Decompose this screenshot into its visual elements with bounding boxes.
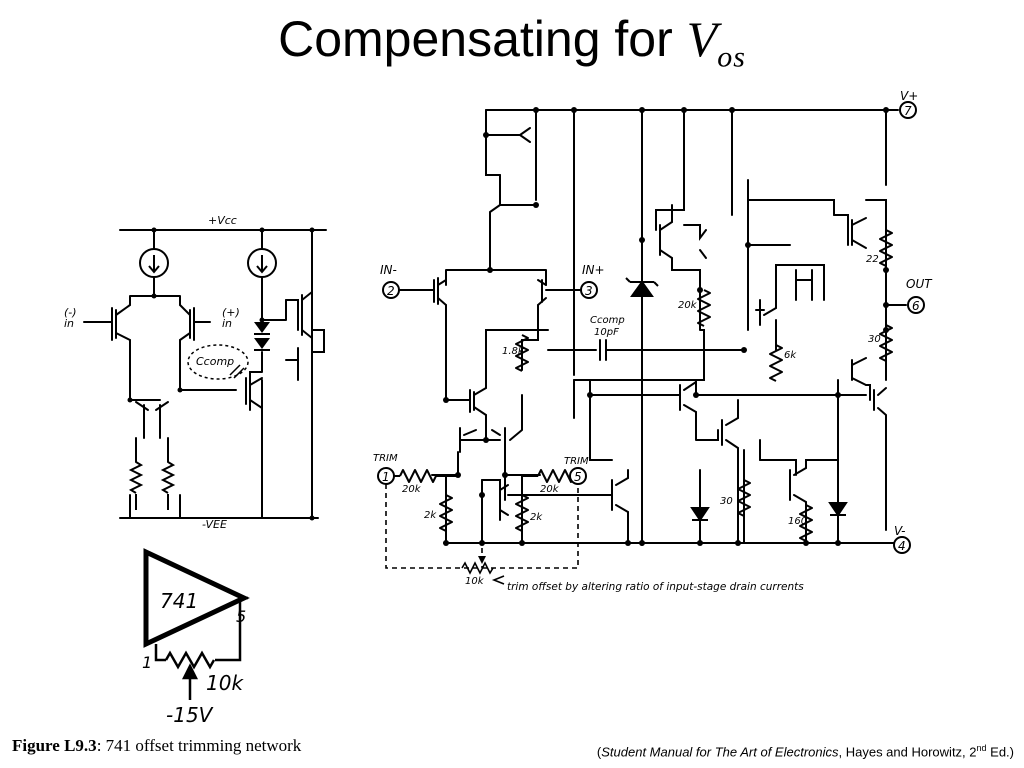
resistor-30-upper [879, 324, 893, 362]
ccomp-label: Ccomp [196, 355, 234, 368]
in-plus-label: (+)in [222, 306, 240, 330]
r2k-left-value: 2k [424, 510, 437, 521]
pin-5-num: 5 [574, 470, 582, 484]
resistor-2k-right [515, 494, 529, 532]
pin-7-marker [899, 101, 917, 119]
supply-label: -15V [166, 703, 214, 727]
pin-4-marker [893, 536, 911, 554]
trim-potentiometer [164, 650, 216, 670]
ccomp-label: Ccomp [590, 315, 625, 326]
ccomp-ellipse [187, 344, 249, 380]
junction-dots [443, 107, 889, 546]
simplified-resistors [128, 461, 176, 510]
resistor-6k [769, 344, 783, 382]
main-labels: V+ 7 IN- 2 IN+ 3 OUT 6 TRIM 1 TRIM 5 V- … [373, 89, 933, 593]
citation: (Student Manual for The Art of Electroni… [596, 743, 1014, 760]
resistor-2k-left [439, 494, 453, 532]
figure-caption: Figure L9.3: 741 offset trimming network [12, 736, 301, 756]
pin1-label: 1 [142, 653, 152, 672]
amp-label: 741 [160, 589, 198, 613]
resistor-30-lower [737, 479, 751, 517]
r160-value: 160 [788, 516, 807, 527]
pin-markers [377, 101, 925, 554]
pin-1-num: 1 [382, 470, 390, 484]
r6k-value: 6k [784, 350, 797, 361]
trim-annotation: trim offset by altering ratio of input-s… [507, 581, 804, 593]
vminus-label: V- [894, 524, 906, 538]
trim-labels: 741 5 1 10k -15V [142, 589, 246, 727]
trim5-label: TRIM [564, 456, 589, 467]
current-source-arrows [148, 255, 268, 274]
r20k-left-value: 20k [402, 484, 422, 495]
slide-title: Compensating for Vos [0, 14, 1024, 73]
pin-2-num: 2 [387, 284, 395, 298]
pin-1-marker [377, 467, 395, 485]
vcc-label: +Vcc [208, 214, 237, 227]
resistor-1-8k [515, 334, 529, 372]
pin5-label: 5 [236, 607, 246, 626]
resistor-20k-left [399, 469, 437, 483]
trim-wiring [154, 596, 248, 662]
annotation-arrow [491, 575, 505, 585]
ccomp-capacitor [229, 364, 245, 379]
citation-edition-sup: nd [976, 743, 987, 753]
opamp-triangle [143, 548, 250, 648]
resistor-20k-mid [697, 289, 711, 327]
r30-lower-value: 30 [720, 496, 733, 507]
pin-6-num: 6 [912, 299, 920, 313]
simplified-diodes [254, 322, 270, 349]
vplus-label: V+ [900, 89, 918, 103]
resistor-160 [799, 504, 813, 542]
trim-pot-10k [461, 561, 494, 575]
pin-2-marker [382, 281, 400, 299]
title-text: Compensating for [278, 11, 687, 67]
main-diodes [625, 277, 848, 522]
pin-6-marker [907, 296, 925, 314]
pot10k-value: 10k [465, 576, 485, 587]
vee-label: -VEE [202, 518, 227, 531]
figure-label: Figure L9.3 [12, 736, 97, 755]
pin-3-marker [580, 281, 598, 299]
r2k-right-value: 2k [530, 512, 543, 523]
pin-7-num: 7 [904, 104, 912, 118]
diode-right [828, 502, 848, 517]
simplified-dots [127, 227, 315, 521]
zener-diode [630, 280, 654, 297]
trim1-label: TRIM [373, 453, 398, 464]
pin-5-marker [569, 467, 587, 485]
r1-8k-value: 1.8k [502, 346, 525, 357]
r22-value: 22 [866, 254, 879, 265]
r20k-mid-value: 20k [678, 300, 698, 311]
pin-4-num: 4 [898, 539, 906, 553]
r20k-right-value: 20k [540, 484, 560, 495]
trim-wiper-arrow [478, 556, 486, 564]
resistor-22 [879, 229, 893, 267]
pot-value: 10k [206, 671, 244, 695]
in-minus-label: (-)in [64, 306, 77, 330]
wiper-arrow [181, 663, 199, 700]
citation-authors: , Hayes and Horowitz, 2 [838, 744, 977, 760]
in-minus-label: IN- [380, 263, 397, 277]
r30-upper-value: 30 [868, 334, 881, 345]
main-resistors [399, 229, 893, 542]
simplified-labels: +Vcc -VEE (-)in (+)in Ccomp [64, 214, 240, 531]
ccomp-value: 10pF [594, 327, 619, 338]
citation-book-title: Student Manual for The Art of Electronic… [601, 744, 839, 760]
figure-caption-text: : 741 offset trimming network [96, 736, 302, 755]
diode-left [690, 507, 710, 522]
pin-3-num: 3 [585, 284, 593, 298]
title-subscript: os [717, 40, 746, 74]
in-plus-label: IN+ [582, 263, 605, 277]
out-label: OUT [906, 277, 933, 291]
title-symbol: V [686, 11, 718, 67]
